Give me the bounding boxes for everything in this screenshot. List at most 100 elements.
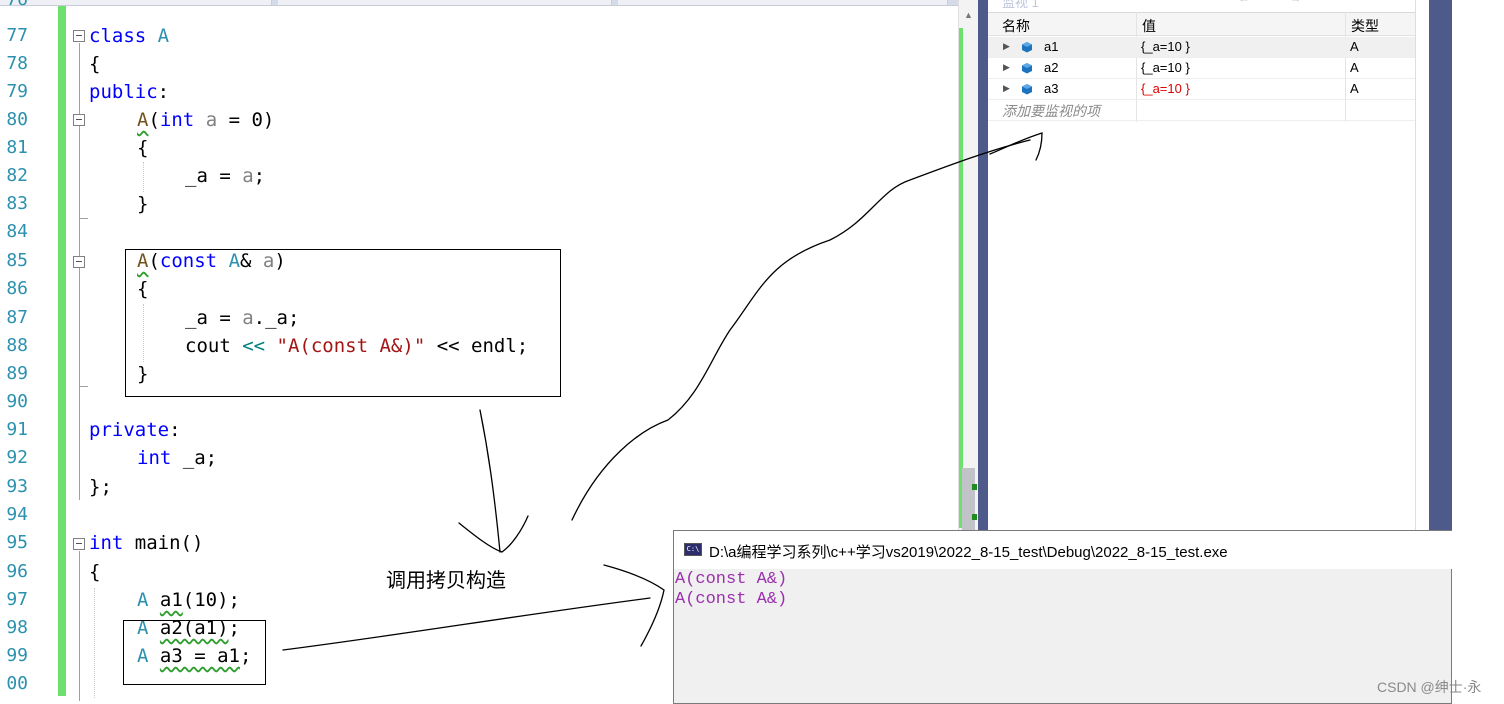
line-number: 90	[6, 391, 28, 412]
column-header-value[interactable]: 值	[1142, 18, 1156, 34]
line-number: 91	[6, 419, 28, 440]
window-frame	[1429, 0, 1452, 530]
watch-row-value[interactable]: {_a=10 }	[1141, 60, 1190, 75]
watch-window[interactable]: 监视 1 ← → 名称 值 类型 ▶ a1 {_a=10 } A ▶ a2 {_…	[978, 0, 1452, 530]
indent-guide	[143, 162, 144, 192]
line-number: 84	[6, 221, 28, 242]
column-divider[interactable]	[1345, 12, 1346, 122]
scrollbar-marker	[972, 514, 977, 520]
console-title: D:\a编程学习系列\c++学习vs2019\2022_8-15_test\De…	[709, 544, 1228, 561]
line-number: 94	[6, 504, 28, 525]
code-line[interactable]: class A	[89, 25, 170, 47]
console-output-line: A(const A&)	[675, 570, 788, 589]
console-output: A(const A&) A(const A&)	[674, 569, 1453, 704]
code-line[interactable]: int main()	[89, 532, 204, 554]
collapse-main-icon[interactable]	[73, 538, 85, 550]
code-line[interactable]: cout << "A(const A&)" << endl;	[185, 335, 529, 357]
watch-row-name: a2	[1044, 60, 1059, 75]
outline-line	[79, 43, 80, 500]
code-line[interactable]: A a3 = a1;	[137, 645, 252, 667]
change-tracking-bar	[58, 6, 66, 696]
code-line[interactable]: _a = a._a;	[185, 307, 300, 329]
object-icon	[1022, 42, 1032, 53]
console-window[interactable]: C:\ D:\a编程学习系列\c++学习vs2019\2022_8-15_tes…	[673, 530, 1453, 704]
scrollbar-change-map	[959, 28, 963, 528]
expand-arrow-icon[interactable]: ▶	[1003, 41, 1010, 51]
line-number: 87	[6, 307, 28, 328]
line-number: 97	[6, 589, 28, 610]
expand-arrow-icon[interactable]: ▶	[1003, 83, 1010, 93]
code-line[interactable]: A a2(a1);	[137, 617, 240, 639]
scrollbar-thumb[interactable]	[962, 468, 975, 530]
code-line[interactable]: {	[137, 137, 149, 159]
line-number-gutter: 76 77 78 79 80 81 82 83 84 85 86 87 88 8…	[0, 0, 58, 704]
code-line[interactable]: int _a;	[137, 447, 218, 469]
column-divider[interactable]	[1136, 12, 1137, 122]
expand-arrow-icon[interactable]: ▶	[1003, 62, 1010, 72]
document-tab[interactable]	[278, 0, 612, 5]
column-header-name[interactable]: 名称	[1002, 18, 1030, 34]
code-line[interactable]: A(const A& a)	[137, 250, 286, 272]
watermark: CSDN @绅士·永	[1377, 679, 1482, 695]
line-number: 89	[6, 363, 28, 384]
line-number: 92	[6, 447, 28, 468]
line-number: 80	[6, 109, 28, 130]
line-number: 88	[6, 335, 28, 356]
watch-row-type: A	[1350, 39, 1359, 54]
document-tab[interactable]	[0, 0, 272, 5]
watch-row-name: a1	[1044, 39, 1059, 54]
code-line[interactable]: {	[89, 561, 101, 583]
add-watch-placeholder[interactable]: 添加要监视的项	[1002, 103, 1100, 119]
line-number: 82	[6, 165, 28, 186]
line-number: 96	[6, 561, 28, 582]
column-header-type[interactable]: 类型	[1351, 18, 1379, 34]
copy-constructor-highlight-box	[125, 249, 561, 397]
watch-row-value-changed[interactable]: {_a=10 }	[1141, 81, 1190, 96]
watch-row[interactable]: ▶ a2 {_a=10 } A	[988, 58, 1415, 79]
code-line[interactable]: }	[137, 363, 149, 385]
code-line[interactable]: A a1(10);	[137, 589, 240, 611]
watch-title: 监视 1	[1002, 0, 1039, 10]
indent-guide	[94, 588, 95, 698]
line-number: 76	[0, 0, 28, 14]
watch-panel: 监视 1 ← → 名称 值 类型 ▶ a1 {_a=10 } A ▶ a2 {_…	[988, 0, 1415, 530]
document-tab-strip[interactable]	[0, 0, 958, 6]
watch-toolbar-icons[interactable]: ← →	[1238, 0, 1319, 5]
console-app-icon: C:\	[684, 543, 702, 556]
watch-row-type: A	[1350, 60, 1359, 75]
line-number: 98	[6, 617, 28, 638]
collapse-class-icon[interactable]	[73, 30, 85, 42]
watch-row-value[interactable]: {_a=10 }	[1141, 39, 1190, 54]
outline-end	[80, 386, 88, 387]
watch-scrollbar[interactable]	[1415, 0, 1429, 530]
line-number: 83	[6, 193, 28, 214]
collapse-copy-constructor-icon[interactable]	[73, 256, 85, 268]
add-watch-row[interactable]: 添加要监视的项	[988, 100, 1415, 121]
code-line[interactable]: private:	[89, 419, 181, 441]
code-line[interactable]: A(int a = 0)	[137, 109, 275, 131]
code-line[interactable]: _a = a;	[185, 165, 266, 187]
object-icon	[1022, 63, 1032, 74]
annotation-label: 调用拷贝构造	[386, 568, 506, 592]
code-line[interactable]: };	[89, 476, 112, 498]
code-line[interactable]: public:	[89, 81, 170, 103]
line-number: 79	[6, 81, 28, 102]
watch-header: 名称 值 类型	[988, 12, 1415, 36]
code-line[interactable]: {	[89, 53, 101, 75]
console-titlebar[interactable]: C:\ D:\a编程学习系列\c++学习vs2019\2022_8-15_tes…	[674, 531, 1453, 569]
copy-calls-highlight-box	[123, 620, 266, 685]
scroll-up-icon[interactable]: ▲	[964, 10, 973, 20]
line-number: 95	[6, 532, 28, 553]
indent-guide	[143, 304, 144, 362]
console-output-line: A(const A&)	[675, 590, 788, 609]
watch-row[interactable]: ▶ a1 {_a=10 } A	[988, 37, 1415, 58]
document-tab[interactable]	[618, 0, 948, 5]
watch-row[interactable]: ▶ a3 {_a=10 } A	[988, 79, 1415, 100]
code-line[interactable]: {	[137, 278, 149, 300]
outline-line	[79, 551, 80, 701]
collapse-constructor-icon[interactable]	[73, 114, 85, 126]
line-number: 00	[6, 673, 28, 694]
code-line[interactable]: }	[137, 193, 149, 215]
line-number: 86	[6, 278, 28, 299]
object-icon	[1022, 84, 1032, 95]
